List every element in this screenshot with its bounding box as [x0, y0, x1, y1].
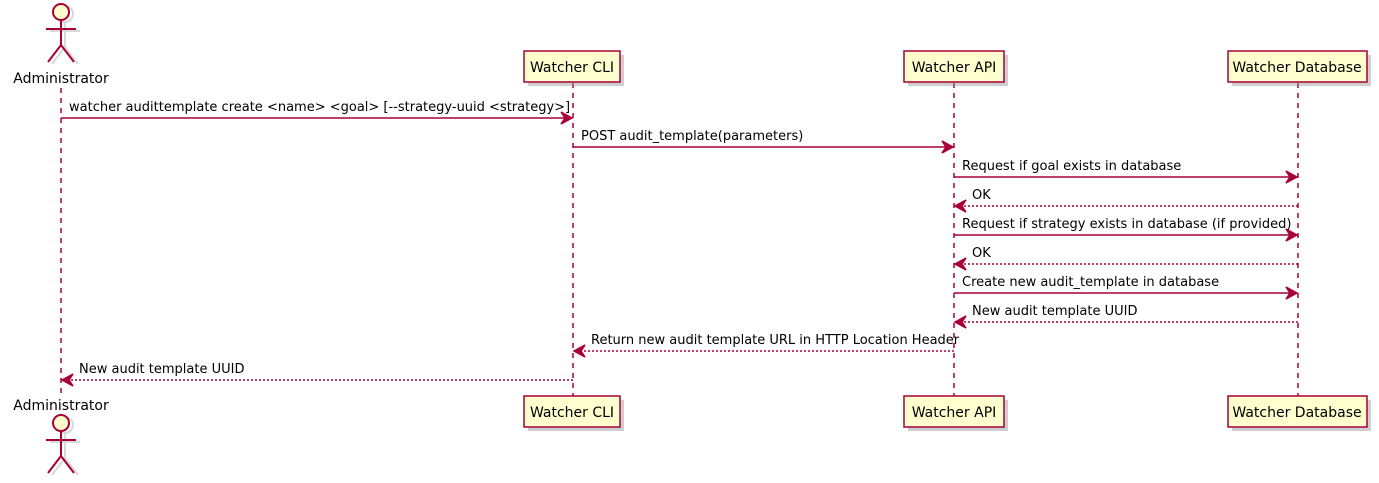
message-2: POST audit_template(parameters) — [573, 129, 955, 154]
actor-shadow — [50, 5, 80, 65]
actor-label-administrator-bottom: Administrator — [13, 398, 109, 414]
participant-watcher-cli-bottom[interactable]: Watcher CLI — [523, 395, 624, 431]
participant-box[interactable] — [523, 50, 621, 83]
actor-head-icon — [52, 3, 70, 21]
actor-leg-left-icon — [47, 44, 62, 63]
message-arrowhead — [1285, 170, 1299, 184]
participant-label-watcher-api-bottom: Watcher API — [912, 405, 997, 421]
participant-box[interactable] — [523, 395, 621, 428]
message-label: watcher audittemplate create <name> <goa… — [69, 100, 570, 115]
message-label: OK — [972, 246, 991, 261]
message-arrowhead — [953, 315, 967, 329]
message-label: OK — [972, 188, 991, 203]
participant-box[interactable] — [1227, 395, 1368, 428]
message-label: Request if strategy exists in database (… — [962, 217, 1291, 232]
actor-leg-right-icon — [60, 44, 75, 63]
lifelines-group — [60, 83, 1299, 396]
participant-label-watcher-cli-bottom: Watcher CLI — [530, 405, 614, 421]
message-label: Create new audit_template in database — [962, 275, 1219, 290]
message-5: Request if strategy exists in database (… — [954, 217, 1299, 242]
message-label: POST audit_template(parameters) — [581, 129, 803, 144]
message-arrowhead — [941, 140, 955, 154]
message-8: New audit template UUID — [953, 304, 1298, 329]
message-arrowhead — [1285, 228, 1299, 242]
message-1: watcher audittemplate create <name> <goa… — [61, 100, 574, 125]
actor-head-icon-bottom — [52, 414, 70, 432]
messages-layer: watcher audittemplate create <name> <goa… — [60, 100, 1299, 387]
participant-watcher-api-top[interactable]: Watcher API — [903, 50, 1008, 86]
message-arrowhead — [953, 257, 967, 271]
message-arrowhead — [560, 111, 574, 125]
participant-label-watcher-api-top: Watcher API — [912, 60, 997, 76]
message-7: Create new audit_template in database — [954, 275, 1299, 300]
actor-label-administrator-top: Administrator — [13, 71, 109, 87]
message-arrowhead — [1285, 286, 1299, 300]
actor-administrator-top[interactable]: Administrator — [13, 3, 109, 87]
message-label: New audit template UUID — [972, 304, 1137, 319]
message-3: Request if goal exists in database — [954, 159, 1299, 184]
participant-box[interactable] — [903, 395, 1005, 428]
message-arrowhead — [572, 344, 586, 358]
participant-watcher-api-bottom[interactable]: Watcher API — [903, 395, 1008, 431]
participant-label-watcher-database-bottom: Watcher Database — [1232, 405, 1361, 421]
participant-watcher-cli-top[interactable]: Watcher CLI — [523, 50, 624, 86]
actor-administrator-bottom[interactable]: Administrator — [13, 398, 109, 476]
message-6: OK — [953, 246, 1298, 271]
participant-box[interactable] — [1227, 50, 1368, 83]
participant-label-watcher-cli-top: Watcher CLI — [530, 60, 614, 76]
participant-label-watcher-database-top: Watcher Database — [1232, 60, 1361, 76]
message-arrowhead — [953, 199, 967, 213]
message-label: Request if goal exists in database — [962, 159, 1181, 174]
participant-watcher-database-top[interactable]: Watcher Database — [1227, 50, 1371, 86]
message-4: OK — [953, 188, 1298, 213]
message-label: New audit template UUID — [79, 362, 244, 377]
actor-leg-right-icon-bottom — [60, 455, 75, 474]
message-9: Return new audit template URL in HTTP Lo… — [572, 333, 960, 358]
participant-box[interactable] — [903, 50, 1005, 83]
message-arrowhead — [60, 373, 74, 387]
message-10: New audit template UUID — [60, 362, 573, 387]
message-label: Return new audit template URL in HTTP Lo… — [591, 333, 960, 348]
participant-watcher-database-bottom[interactable]: Watcher Database — [1227, 395, 1371, 431]
actor-leg-left-icon-bottom — [47, 455, 62, 474]
